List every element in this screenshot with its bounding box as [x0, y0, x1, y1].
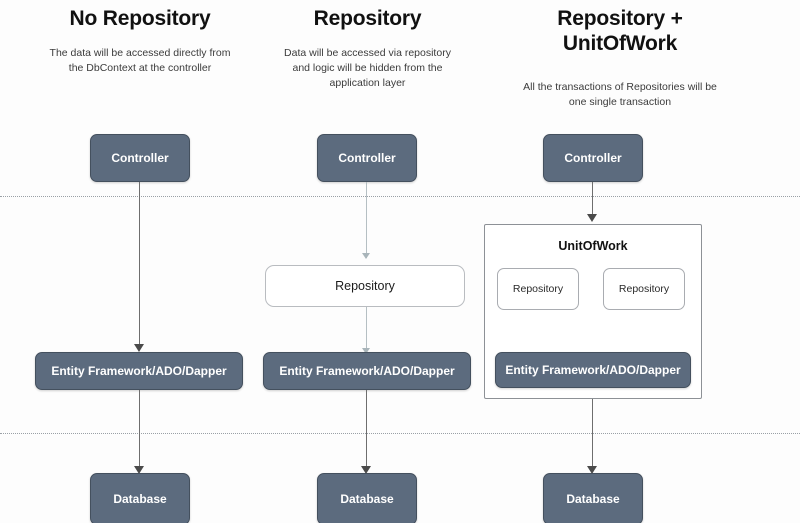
node-no-repository-entity-framework[interactable]: Entity Framework/ADO/Dapper — [35, 352, 243, 390]
connector-no-repository-ef-to-database — [139, 390, 140, 470]
node-no-repository-database[interactable]: Database — [90, 473, 190, 523]
node-repository-repository[interactable]: Repository — [265, 265, 465, 307]
arrowhead-repository-ef-to-database — [361, 466, 371, 474]
arrowhead-unitofwork-to-database — [587, 466, 597, 474]
arrowhead-repository-repository-to-ef — [362, 348, 370, 354]
connector-unitofwork-to-database — [592, 399, 593, 470]
node-unitofwork-repository-1[interactable]: Repository — [497, 268, 579, 310]
layer-divider-lower — [0, 433, 800, 434]
node-repository-unitofwork-controller[interactable]: Controller — [543, 134, 643, 182]
layer-divider-upper — [0, 196, 800, 197]
column-subtitle-repository-unitofwork: All the transactions of Repositories wil… — [523, 81, 717, 108]
node-repository-database[interactable]: Database — [317, 473, 417, 523]
column-title-repository: Repository — [313, 7, 422, 30]
node-repository-unitofwork-database[interactable]: Database — [543, 473, 643, 523]
arrowhead-repository-controller-to-repository — [362, 253, 370, 259]
node-unitofwork-entity-framework[interactable]: Entity Framework/ADO/Dapper — [495, 352, 691, 388]
column-subtitle-repository: Data will be accessed via repository and… — [284, 47, 451, 89]
arrowhead-no-repository-ef-to-database — [134, 466, 144, 474]
connector-repository-controller-to-repository — [366, 182, 367, 258]
connector-repository-repository-to-ef — [366, 307, 367, 354]
column-title-repository-unitofwork: Repository + UnitOfWork — [557, 7, 683, 55]
node-repository-entity-framework[interactable]: Entity Framework/ADO/Dapper — [263, 352, 471, 390]
arrowhead-no-repository-controller-to-ef — [134, 344, 144, 352]
column-title-no-repository: No Repository — [69, 7, 211, 30]
column-subtitle-no-repository: The data will be accessed directly from … — [49, 47, 231, 74]
connector-repository-ef-to-database — [366, 390, 367, 470]
node-repository-controller[interactable]: Controller — [317, 134, 417, 182]
connector-no-repository-controller-to-ef — [139, 182, 140, 348]
connector-unitofwork-controller-to-uow — [592, 182, 593, 218]
container-unitofwork-title: UnitOfWork — [558, 239, 628, 253]
arrowhead-unitofwork-controller-to-uow — [587, 214, 597, 222]
node-unitofwork-repository-2[interactable]: Repository — [603, 268, 685, 310]
node-no-repository-controller[interactable]: Controller — [90, 134, 190, 182]
